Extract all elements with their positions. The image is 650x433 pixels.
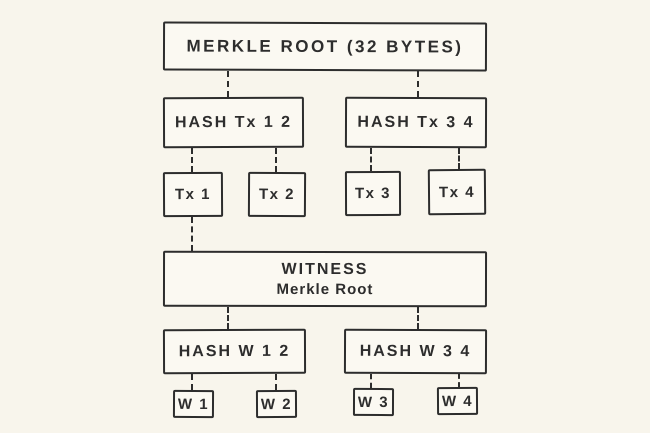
- node-w-1: W 1: [172, 389, 215, 419]
- connector-hash-tx-12-to-tx-1: [191, 148, 193, 172]
- connector-witness-to-hash-w-12: [227, 307, 229, 329]
- node-hash-tx-34: HASH Tx 3 4: [344, 96, 488, 149]
- node-merkle-root-label: MERKLE ROOT (32 BYTES): [186, 36, 464, 56]
- node-hash-tx-34-label: HASH Tx 3 4: [357, 113, 475, 131]
- node-tx-3-label: Tx 3: [354, 184, 392, 203]
- node-tx-1: Tx 1: [162, 171, 224, 218]
- node-w-2: W 2: [255, 389, 298, 419]
- node-w-2-label: W 2: [260, 395, 293, 413]
- connector-hash-tx-34-to-tx-4: [458, 148, 460, 169]
- connector-hash-tx-34-to-tx-3: [370, 148, 372, 171]
- connector-hash-w-34-to-w-3: [370, 374, 372, 388]
- node-w-3-label: W 3: [357, 393, 390, 411]
- connector-hash-w-12-to-w-1: [191, 374, 193, 390]
- node-tx-2-label: Tx 2: [258, 185, 296, 204]
- connector-merkle-root-to-hash-tx-12: [227, 71, 229, 97]
- node-hash-w-34-label: HASH W 3 4: [359, 342, 472, 360]
- node-tx-4-label: Tx 4: [438, 183, 476, 201]
- node-witness-label-line2: Merkle Root: [276, 280, 374, 298]
- node-tx-3: Tx 3: [344, 170, 402, 217]
- node-witness-label-line1: WITNESS: [281, 260, 369, 278]
- node-hash-tx-12: HASH Tx 1 2: [162, 96, 305, 149]
- connector-hash-tx-12-to-tx-2: [275, 148, 277, 172]
- connector-merkle-root-to-hash-tx-34: [417, 71, 419, 97]
- connector-tx-1-to-witness: [191, 217, 193, 251]
- node-w-1-label: W 1: [177, 395, 210, 413]
- node-tx-2: Tx 2: [247, 171, 307, 218]
- node-hash-tx-12-label: HASH Tx 1 2: [174, 113, 293, 131]
- node-witness-merkle-root: WITNESS Merkle Root: [162, 250, 488, 308]
- connector-hash-w-34-to-w-4: [458, 374, 460, 387]
- node-tx-1-label: Tx 1: [174, 185, 212, 204]
- connector-witness-to-hash-w-34: [417, 307, 419, 329]
- connector-hash-w-12-to-w-2: [275, 374, 277, 390]
- node-merkle-root: MERKLE ROOT (32 BYTES): [162, 21, 488, 72]
- node-hash-w-12-label: HASH W 1 2: [178, 342, 291, 360]
- node-tx-4: Tx 4: [427, 168, 487, 216]
- node-w-3: W 3: [352, 387, 395, 417]
- node-w-4: W 4: [436, 386, 479, 416]
- node-w-4-label: W 4: [441, 392, 474, 410]
- node-hash-w-34: HASH W 3 4: [343, 328, 488, 375]
- node-hash-w-12: HASH W 1 2: [162, 328, 307, 375]
